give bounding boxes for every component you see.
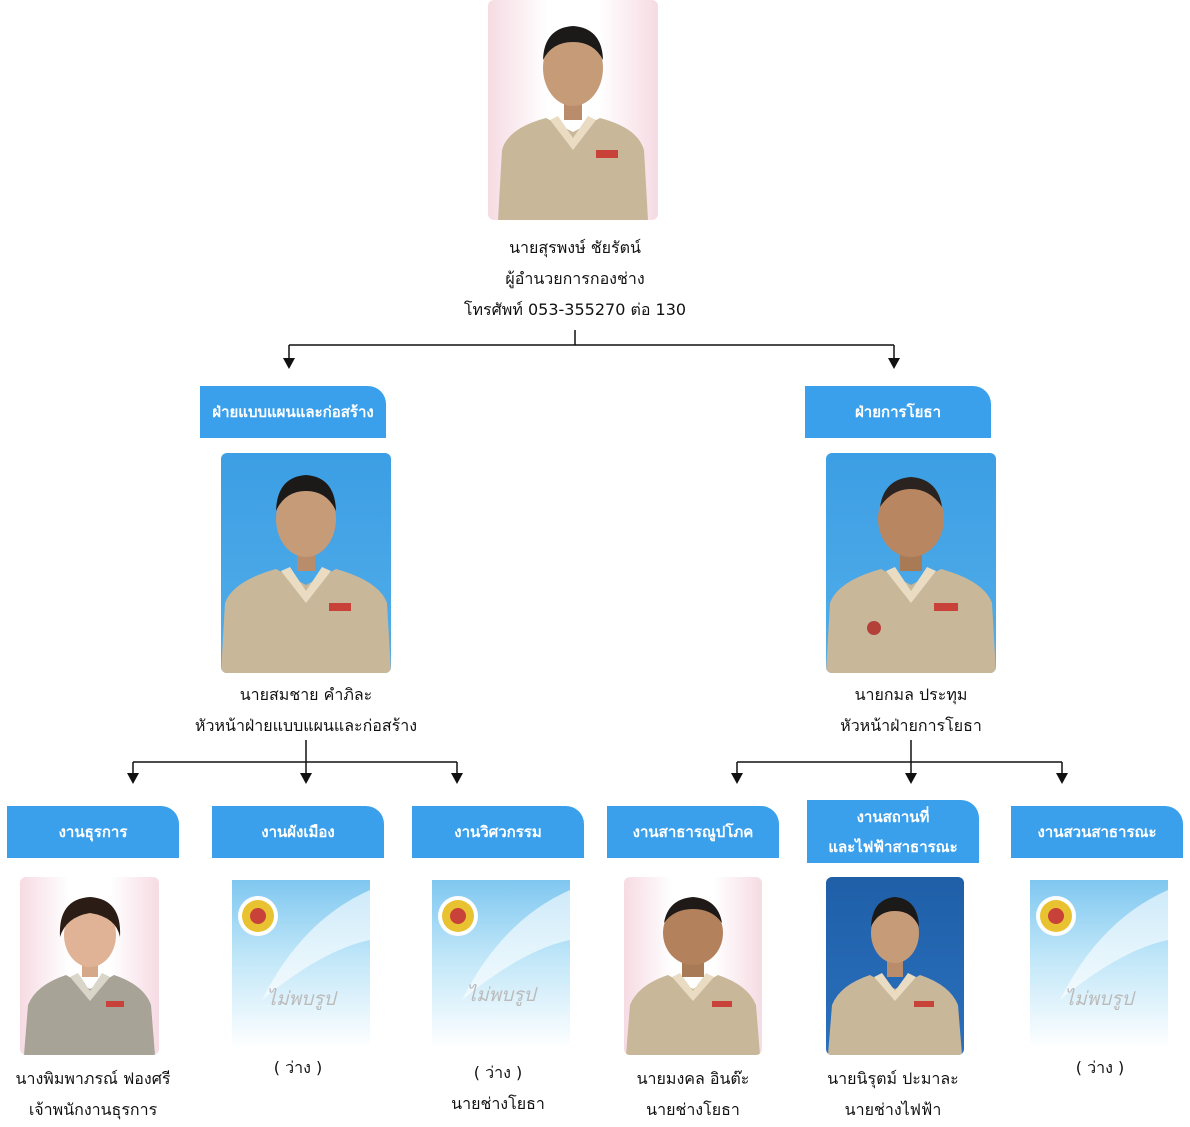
section-staff-line1: นายนิรุตม์ ปะมาละ [827,1069,959,1088]
director-name: นายสุรพงษ์ ชัยรัตน์ [509,238,641,257]
section-staff-line2: นายช่างโยธา [646,1100,740,1119]
no-photo-caption: ไม่พบรูป [1064,988,1134,1010]
section-label-administration: งานธุรการ [7,806,179,858]
no-photo-placeholder: ไม่พบรูป [1030,880,1168,1048]
section-staff-line1: ( ว่าง ) [273,1058,323,1077]
section-staff-line1: นางพิมพาภรณ์ ฟองศรี [15,1069,171,1088]
section-staff-info: นางพิมพาภรณ์ ฟองศรี เจ้าพนักงานธุรการ [0,1063,186,1125]
section-staff-photo [20,877,159,1055]
section-staff-line2: นายช่างไฟฟ้า [844,1100,942,1119]
director-photo [488,0,658,220]
section-label-engineering: งานวิศวกรรม [412,806,584,858]
arrow-down-icon [888,358,900,369]
director-info: นายสุรพงษ์ ชัยรัตน์ ผู้อำนวยการกองช่าง โ… [415,232,735,325]
section-staff-line2: เจ้าพนักงานธุรการ [28,1100,158,1119]
section-label-venues-public-lighting: งานสถานที่ และไฟฟ้าสาธารณะ [807,800,979,863]
section-staff-line1: ( ว่าง ) [473,1063,523,1082]
division-head-name: นายกมล ประทุม [854,685,968,704]
arrow-down-icon [300,773,312,784]
section-label-town-planning: งานผังเมือง [212,806,384,858]
arrow-down-icon [127,773,139,784]
arrow-down-icon [905,773,917,784]
no-photo-caption: ไม่พบรูป [266,988,336,1010]
no-photo-caption: ไม่พบรูป [466,984,536,1006]
section-staff-line1: นายมงคล อินต๊ะ [636,1069,750,1088]
section-staff-line1: ( ว่าง ) [1075,1058,1125,1077]
section-staff-info: นายมงคล อินต๊ะ นายช่างโยธา [600,1063,786,1125]
division-head-title: หัวหน้าฝ่ายแบบแผนและก่อสร้าง [194,716,418,735]
section-staff-info: นายนิรุตม์ ปะมาละ นายช่างไฟฟ้า [800,1063,986,1125]
section-staff-photo [624,877,762,1055]
division-head-info: นายกมล ประทุม หัวหน้าฝ่ายการโยธา [751,679,1071,741]
arrow-down-icon [731,773,743,784]
division-head-info: นายสมชาย คำภิละ หัวหน้าฝ่ายแบบแผนและก่อส… [146,679,466,741]
division-head-photo [221,453,391,673]
section-staff-info: ( ว่าง ) [1007,1052,1190,1083]
division-head-photo [826,453,996,673]
section-staff-info: ( ว่าง ) [205,1052,391,1083]
no-photo-placeholder: ไม่พบรูป [232,880,370,1048]
section-staff-photo [826,877,964,1055]
section-label-public-parks: งานสวนสาธารณะ [1011,806,1183,858]
director-phone: โทรศัพท์ 053-355270 ต่อ 130 [463,300,687,319]
arrow-down-icon [451,773,463,784]
division-label-public-works: ฝ่ายการโยธา [805,386,991,438]
director-title: ผู้อำนวยการกองช่าง [505,269,645,288]
division-head-title: หัวหน้าฝ่ายการโยธา [840,716,982,735]
section-staff-info: ( ว่าง ) นายช่างโยธา [405,1057,591,1119]
arrow-down-icon [283,358,295,369]
no-photo-placeholder: ไม่พบรูป [432,880,570,1048]
division-head-name: นายสมชาย คำภิละ [239,685,373,704]
division-label-design-construction: ฝ่ายแบบแผนและก่อสร้าง [200,386,386,438]
section-label-public-utilities: งานสาธารณูปโภค [607,806,779,858]
arrow-down-icon [1056,773,1068,784]
section-staff-line2: นายช่างโยธา [451,1094,545,1113]
